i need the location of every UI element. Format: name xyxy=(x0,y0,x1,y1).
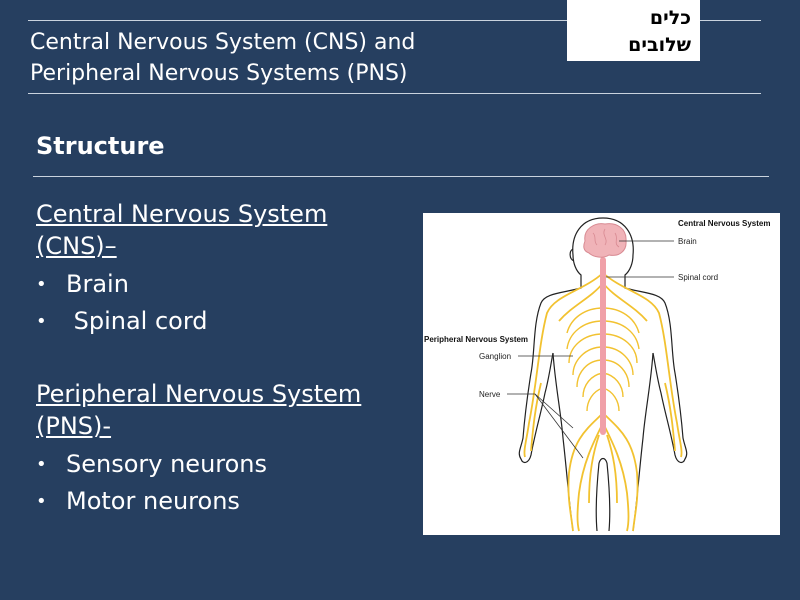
label-cns: Central Nervous System xyxy=(678,219,770,228)
label-nerve: Nerve xyxy=(479,390,501,399)
peripheral-nerves xyxy=(523,272,683,532)
list-item: • Spinal cord xyxy=(36,303,411,340)
title-underline-rule xyxy=(28,93,761,94)
cns-heading-line-1: Central Nervous System xyxy=(36,200,328,228)
section-rule xyxy=(33,176,769,177)
pns-heading: Peripheral Nervous System (PNS)- xyxy=(36,378,411,442)
list-item-label: Spinal cord xyxy=(66,307,208,335)
badge-line-1: כלים xyxy=(649,7,691,29)
label-brain: Brain xyxy=(678,237,697,246)
nervous-system-diagram: Central Nervous System Brain Spinal cord… xyxy=(423,213,780,535)
label-spinal-cord: Spinal cord xyxy=(678,273,718,282)
spinal-cord xyxy=(600,257,606,435)
list-item: • Brain xyxy=(36,266,411,303)
cns-list: • Brain • Spinal cord xyxy=(36,266,411,340)
label-ganglion: Ganglion xyxy=(479,352,511,361)
list-item-label: Brain xyxy=(66,270,129,298)
pns-heading-line-2: (PNS)- xyxy=(36,412,112,440)
pns-heading-line-1: Peripheral Nervous System xyxy=(36,380,362,408)
top-rule xyxy=(28,20,761,21)
bullet-icon: • xyxy=(36,454,47,475)
slide-body: Central Nervous System (CNS)– • Brain • … xyxy=(36,198,411,520)
title-line-1: Central Nervous System (CNS) and xyxy=(30,30,416,55)
bullet-icon: • xyxy=(36,491,47,512)
list-item: • Sensory neurons xyxy=(36,446,411,483)
section-heading: Structure xyxy=(36,132,165,160)
logo-badge: כלים שלובים xyxy=(567,0,700,61)
title-line-2: Peripheral Nervous Systems (PNS) xyxy=(30,61,408,86)
brain-folds xyxy=(592,228,620,248)
list-item: • Motor neurons xyxy=(36,483,411,520)
slide-title: Central Nervous System (CNS) and Periphe… xyxy=(30,27,570,89)
label-pns: Peripheral Nervous System xyxy=(424,335,528,344)
spacer xyxy=(36,340,411,378)
list-item-label: Sensory neurons xyxy=(66,450,268,478)
cns-heading: Central Nervous System (CNS)– xyxy=(36,198,411,262)
bullet-icon: • xyxy=(36,274,47,295)
cns-heading-line-2: (CNS)– xyxy=(36,232,117,260)
brain xyxy=(583,223,627,258)
list-item-label: Motor neurons xyxy=(66,487,240,515)
nervous-system-illustration: Central Nervous System Brain Spinal cord… xyxy=(424,217,770,532)
pns-list: • Sensory neurons • Motor neurons xyxy=(36,446,411,520)
leader-lines xyxy=(507,240,674,459)
badge-line-2: שלובים xyxy=(628,34,691,56)
bullet-icon: • xyxy=(36,311,47,332)
